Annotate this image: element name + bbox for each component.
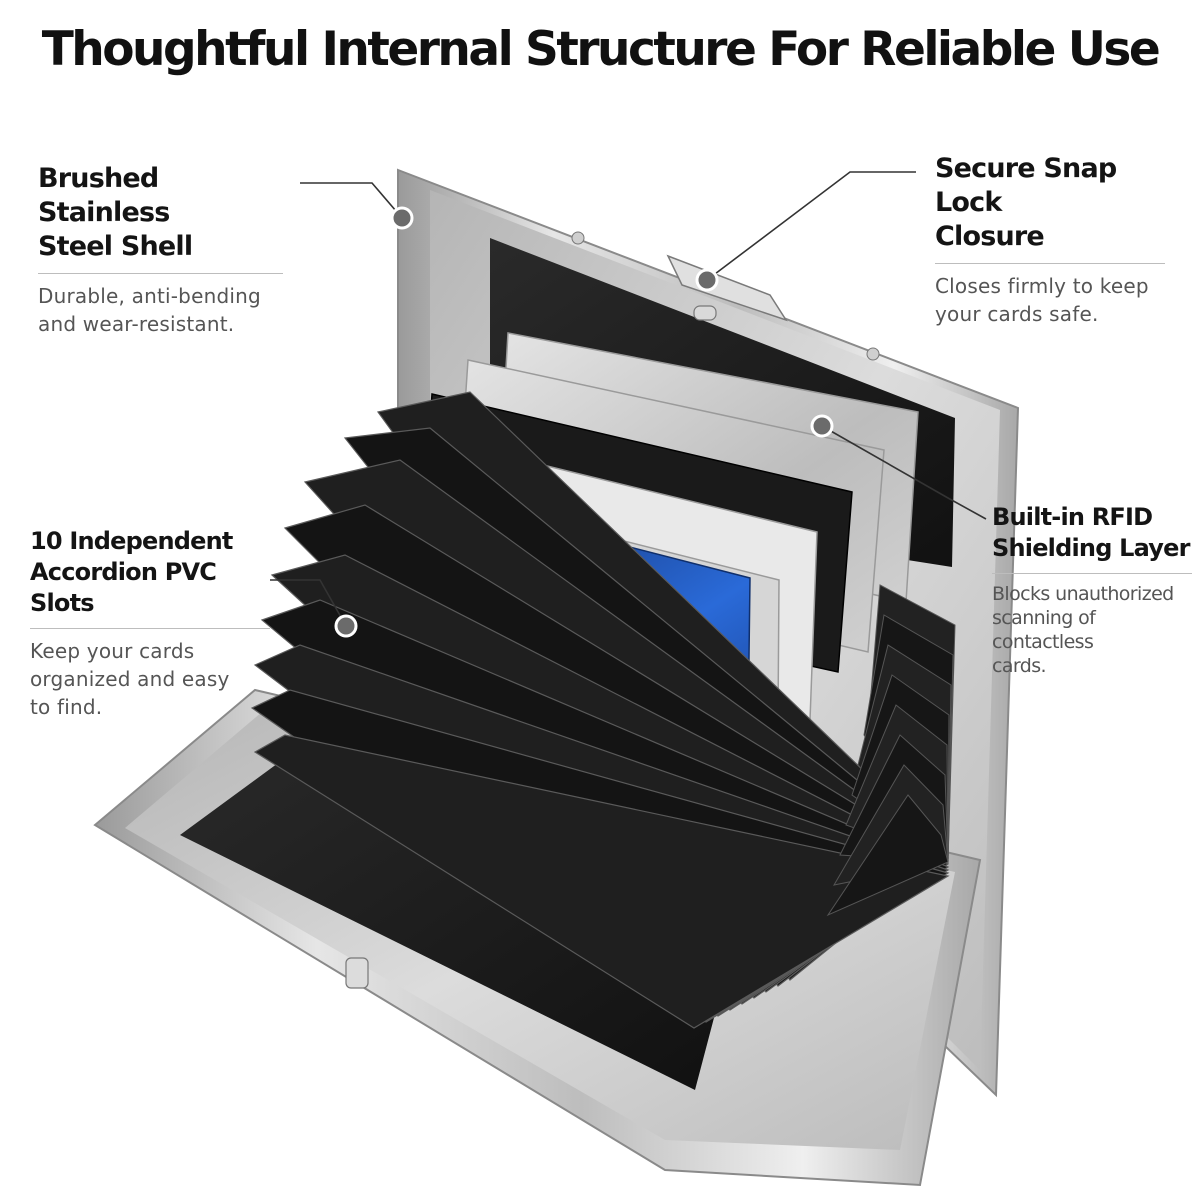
description-line: organized and easy	[30, 667, 230, 691]
heading-line: Brushed Stainless	[38, 163, 170, 228]
callout-accordion: 10 Independent Accordion PVC Slots Keep …	[30, 526, 270, 721]
callout-description: Closes firmly to keep your cards safe.	[935, 272, 1165, 328]
leader-line-accordion	[270, 579, 347, 627]
markers	[334, 206, 834, 638]
base-black-panel	[180, 725, 720, 1090]
description-line: to find.	[30, 695, 103, 719]
leader-line-steel-shell	[300, 182, 403, 219]
description-line: scanning of contactless	[992, 607, 1096, 653]
description-line: Keep your cards	[30, 639, 195, 663]
description-line: and wear-resistant.	[38, 312, 235, 336]
dot-marker-icon	[695, 268, 719, 292]
callout-heading: Secure Snap Lock Closure	[935, 152, 1165, 254]
leader-line-rfid	[821, 425, 987, 520]
heading-line: Secure Snap Lock	[935, 153, 1117, 218]
callout-heading: Brushed Stainless Steel Shell	[38, 162, 283, 264]
heading-line: Built-in RFID	[992, 503, 1153, 531]
description-line: cards.	[992, 655, 1047, 677]
callout-steel-shell: Brushed Stainless Steel Shell Durable, a…	[38, 162, 283, 338]
callout-snap-lock: Secure Snap Lock Closure Closes firmly t…	[935, 152, 1165, 328]
heading-line: Closure	[935, 221, 1045, 252]
callout-description: Keep your cards organized and easy to fi…	[30, 637, 270, 721]
leader-lines	[270, 171, 987, 627]
heading-line: Steel Shell	[38, 231, 193, 262]
divider	[935, 263, 1165, 264]
accordion-fold	[826, 794, 949, 917]
heading-line: 10 Independent	[30, 527, 233, 555]
callout-rfid: Built-in RFID Shielding Layer Blocks una…	[992, 502, 1192, 678]
description-line: Blocks unauthorized	[992, 583, 1174, 605]
callout-description: Durable, anti-bending and wear-resistant…	[38, 282, 283, 338]
leader-line-snap-lock	[706, 171, 916, 281]
callout-heading: 10 Independent Accordion PVC Slots	[30, 526, 270, 619]
dot-marker-icon	[390, 206, 414, 230]
callout-heading: Built-in RFID Shielding Layer	[992, 502, 1192, 564]
accordion-slots	[250, 391, 956, 1029]
heading-line: Accordion PVC Slots	[30, 558, 217, 617]
description-line: Durable, anti-bending	[38, 284, 261, 308]
snap-lock-latch	[666, 254, 788, 322]
heading-line: Shielding Layer	[992, 534, 1190, 562]
divider	[30, 628, 270, 629]
divider	[992, 573, 1192, 574]
dot-marker-icon	[810, 414, 834, 438]
page-title: Thoughtful Internal Structure For Reliab…	[41, 22, 1161, 77]
callout-description: Blocks unauthorized scanning of contactl…	[992, 582, 1192, 678]
accordion-slot	[253, 734, 950, 1029]
divider	[38, 273, 283, 274]
description-line: your cards safe.	[935, 302, 1099, 326]
dot-marker-icon	[334, 614, 358, 638]
description-line: Closes firmly to keep	[935, 274, 1149, 298]
